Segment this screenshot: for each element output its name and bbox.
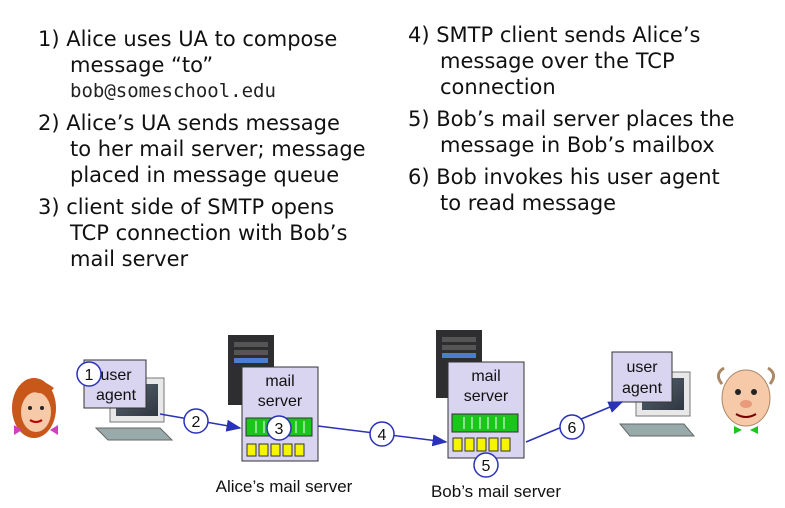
alice-mailboxes [246, 443, 305, 457]
step-1-line-1: 1) Alice uses UA to compose [38, 27, 338, 51]
bob-ua-label-2: agent [622, 380, 663, 397]
alice-ua-label-2: agent [96, 387, 137, 404]
step-4-line-2: message over the TCP [440, 49, 675, 73]
step-3: 3) client side of SMTP opens TCP connect… [38, 194, 398, 272]
marker-6: 6 [559, 414, 585, 440]
step-6-line-2: to read message [440, 191, 617, 215]
step-2-line-3: placed in message queue [70, 163, 340, 187]
marker-1: 1 [76, 361, 102, 387]
svg-text:6: 6 [568, 420, 577, 437]
svg-text:2: 2 [192, 414, 201, 431]
step-2-line-2: to her mail server; message [70, 137, 366, 161]
bob-server-label-1: mail [471, 368, 500, 385]
svg-text:5: 5 [482, 458, 491, 475]
left-steps-list: 1) Alice uses UA to compose message “to”… [38, 26, 398, 278]
marker-4: 4 [369, 421, 395, 447]
alice-avatar [12, 378, 58, 438]
step-6: 6) Bob invokes his user agent to read me… [408, 164, 778, 216]
bob-server-label-2: server [464, 388, 509, 405]
bob-message-queue [451, 413, 519, 433]
step-1-email: bob@someschool.edu [70, 80, 276, 102]
alice-server-caption: Alice’s mail server [216, 477, 353, 496]
bob-user-agent-box [611, 351, 673, 403]
bob-server-caption: Bob’s mail server [431, 482, 561, 501]
marker-5: 5 [473, 452, 499, 478]
svg-text:4: 4 [378, 427, 387, 444]
bob-ua-label-1: user [626, 359, 658, 376]
right-steps-list: 4) SMTP client sends Alice’s message ove… [408, 22, 778, 222]
alice-server-label-1: mail [265, 373, 294, 390]
step-2-line-1: 2) Alice’s UA sends message [38, 111, 340, 135]
step-5-line-1: 5) Bob’s mail server places the [408, 107, 735, 131]
step-1-line-2: message “to” [70, 53, 214, 77]
step-4-line-3: connection [440, 75, 556, 99]
step-4: 4) SMTP client sends Alice’s message ove… [408, 22, 778, 100]
alice-server-label-2: server [258, 393, 303, 410]
svg-text:1: 1 [85, 367, 94, 384]
step-3-line-3: mail server [70, 247, 189, 271]
marker-3: 3 [266, 415, 292, 441]
bob-avatar [717, 366, 775, 434]
step-6-line-1: 6) Bob invokes his user agent [408, 165, 720, 189]
marker-2: 2 [183, 408, 209, 434]
alice-ua-label-1: user [100, 367, 132, 384]
bob-mailboxes [452, 437, 511, 452]
step-1: 1) Alice uses UA to compose message “to”… [38, 26, 398, 104]
step-4-line-1: 4) SMTP client sends Alice’s [408, 23, 701, 47]
step-3-line-2: TCP connection with Bob’s [70, 221, 348, 245]
step-2: 2) Alice’s UA sends message to her mail … [38, 110, 398, 188]
step-5: 5) Bob’s mail server places the message … [408, 106, 778, 158]
svg-text:3: 3 [275, 421, 284, 438]
step-3-line-1: 3) client side of SMTP opens [38, 195, 335, 219]
step-5-line-2: message in Bob’s mailbox [440, 133, 715, 157]
